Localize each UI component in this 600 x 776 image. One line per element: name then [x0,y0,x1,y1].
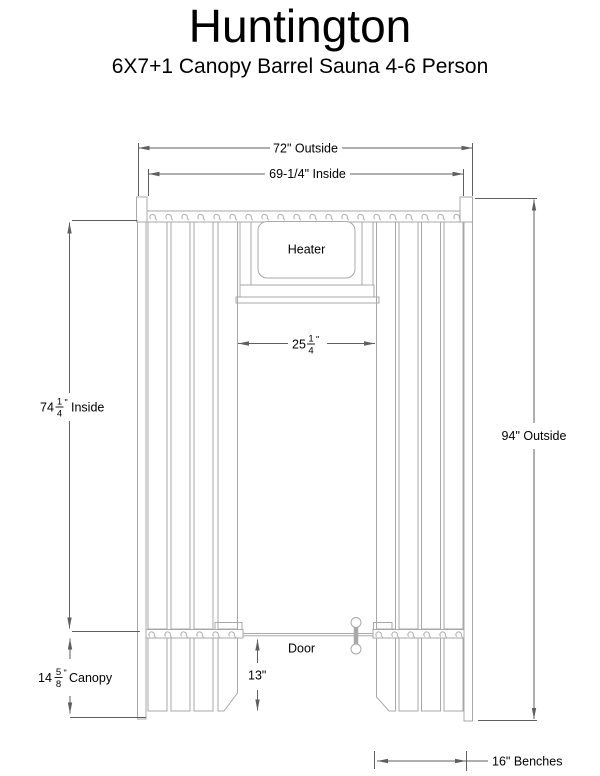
dim-outside-length-label: 94" Outside [502,429,567,443]
dim-canopy-denominator: 8 [56,679,61,690]
dim-door-clearance: 13" [248,639,266,711]
heater-frame-left [239,221,252,286]
dim-inside-length: 74 1 4 " Inside [40,220,140,632]
page-subtitle: 6X7+1 Canopy Barrel Sauna 4-6 Person [111,55,489,78]
page-title: Huntington [188,0,412,52]
dim-canopy-unit: " [64,668,67,678]
front-wall-hooks-left [148,631,237,639]
back-wall-stave-hooks [149,213,462,221]
back-wall [136,196,473,223]
back-wall-post-left [136,196,148,223]
dim-inside-length-numerator: 1 [57,397,62,408]
left-wall [137,221,147,720]
page-header: Huntington 6X7+1 Canopy Barrel Sauna 4-6… [0,0,600,80]
front-wall-hooks-right [375,631,464,639]
dim-door-width-unit: " [316,335,319,345]
front-wall-plate-right [372,629,465,639]
bench-boards-left [147,221,238,630]
door-label: Door [288,642,315,656]
canopy-boards-left [147,637,238,712]
back-wall-post-right [459,196,473,223]
dim-door-width-whole: 25 [292,338,306,352]
dim-canopy-numerator: 5 [56,667,61,678]
heater-label: Heater [288,243,326,257]
heater-shelf [239,284,375,298]
dim-outside-length: 94" Outside [475,198,567,721]
heater-frame-right [361,221,374,286]
dim-inside-width: 69-1/4" Inside [148,167,464,196]
dim-benches-label: 16" Benches [492,755,562,769]
dim-door-clearance-label: 13" [248,669,266,683]
dim-inside-length-whole: 74 [40,401,54,415]
dim-door-width-numerator: 1 [308,334,313,345]
canopy-boards-right [376,637,464,712]
door-hinge-left [214,622,243,630]
dim-outside-width: 72" Outside [138,142,473,196]
right-wall [463,221,473,722]
door-handle [350,617,362,655]
dim-canopy-whole: 14 [38,671,52,685]
dim-inside-width-label: 69-1/4" Inside [269,167,346,181]
dim-door-width: 25 1 4 " [238,334,375,357]
front-wall-plate-left [145,629,244,639]
dim-inside-length-denominator: 4 [57,409,62,420]
dim-door-width-denominator: 4 [308,346,313,357]
dim-inside-length-unit: " [65,398,68,408]
dim-canopy-suffix: Canopy [69,671,113,685]
dim-inside-length-suffix: Inside [71,401,104,415]
back-wall-plate [146,210,461,223]
dim-benches: 16" Benches [374,751,562,771]
heater-frame [235,221,380,304]
door-hinge-right [373,622,393,630]
door [243,617,373,655]
dim-canopy: 14 5 8 " Canopy [38,638,146,718]
bench-boards-right [376,221,464,630]
heater-shelf-lip [235,296,380,304]
dim-outside-width-label: 72" Outside [273,142,338,156]
heater-box: Heater [257,221,356,279]
